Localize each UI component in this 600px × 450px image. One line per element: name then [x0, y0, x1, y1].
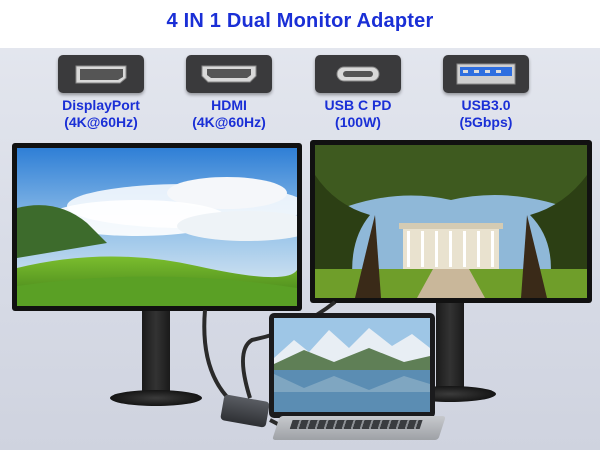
usb-c-port-icon: [315, 55, 401, 93]
left-monitor: [12, 143, 302, 311]
port-label-usb3: USB3.0(5Gbps): [459, 97, 513, 130]
right-monitor: [310, 140, 592, 303]
port-label-usb-c-pd: USB C PD(100W): [324, 97, 392, 130]
page-title: 4 IN 1 Dual Monitor Adapter: [166, 10, 434, 32]
usb-a-port-icon: [443, 55, 529, 93]
left-monitor-stand: [142, 300, 170, 398]
port-label-hdmi: HDMI(4K@60Hz): [192, 97, 266, 130]
right-monitor-stand: [436, 298, 464, 394]
laptop-base: [272, 416, 446, 440]
laptop-lid: [269, 313, 435, 418]
displayport-port-icon: [58, 55, 144, 93]
left-monitor-base: [110, 390, 202, 406]
left-monitor-screen: [17, 148, 297, 306]
laptop-keyboard: [289, 420, 423, 429]
right-monitor-screen: [315, 145, 587, 298]
laptop-screen: [274, 318, 430, 412]
hdmi-port-icon: [186, 55, 272, 93]
port-label-displayport: DisplayPort(4K@60Hz): [62, 97, 140, 130]
